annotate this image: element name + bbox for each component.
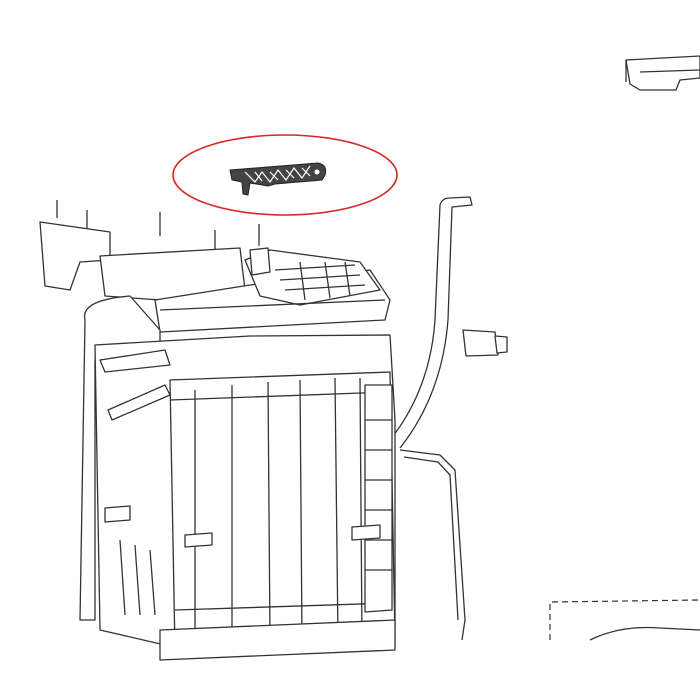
connector-plug: [462, 329, 508, 357]
pins: [56, 200, 260, 252]
upper-tray: [39, 221, 391, 333]
main-housing: [79, 295, 396, 661]
cable: [389, 196, 473, 641]
rail-part: [625, 55, 700, 91]
dashed-outline-part: [549, 599, 700, 641]
highlight-ellipse: [172, 134, 398, 216]
latch-bracket-highlighted: [229, 162, 327, 196]
